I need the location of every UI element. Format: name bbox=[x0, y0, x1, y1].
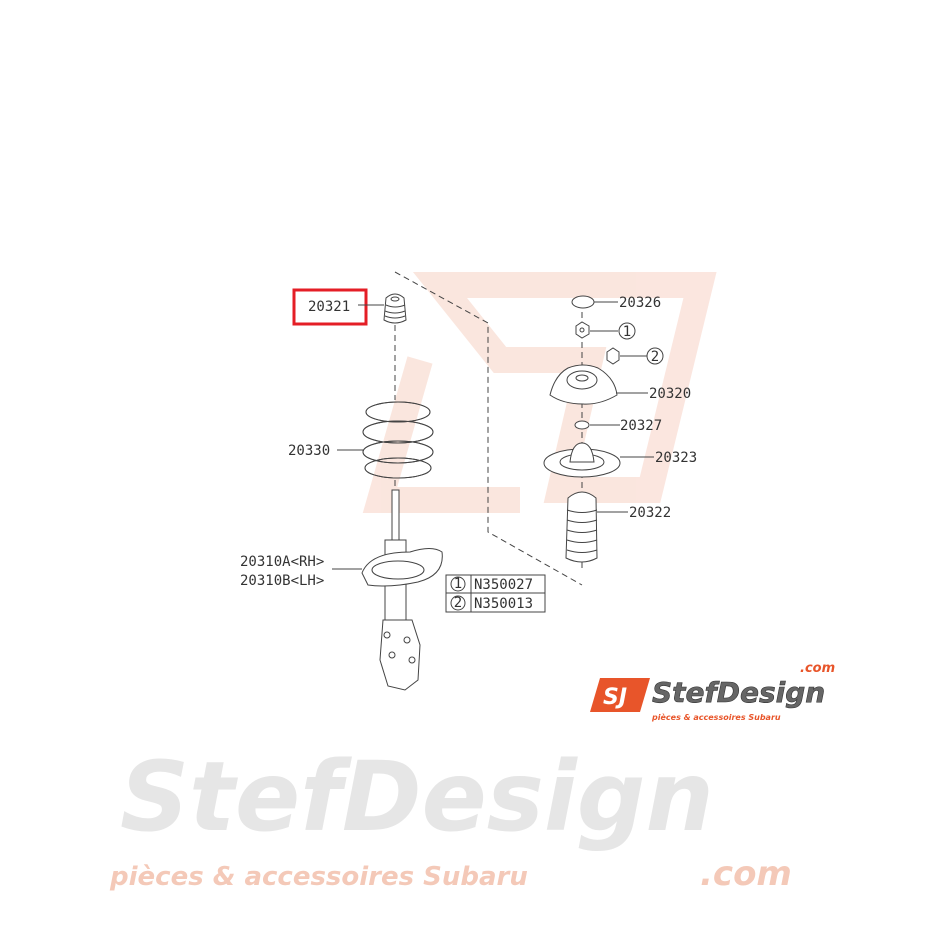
ref2-circle bbox=[646, 347, 664, 365]
label-20310a[interactable]: 20310A<RH> bbox=[240, 554, 324, 570]
logo-sj-mark: SJ bbox=[603, 685, 627, 710]
label-20322[interactable]: 20322 bbox=[629, 505, 671, 521]
assembly-outline bbox=[394, 271, 583, 586]
logo-domain: .com bbox=[800, 661, 835, 676]
label-20320[interactable]: 20320 bbox=[649, 386, 691, 402]
watermark-logo-shape bbox=[412, 272, 717, 503]
watermark-logo-shape-2 bbox=[362, 356, 520, 513]
label-20327[interactable]: 20327 bbox=[620, 418, 662, 434]
logo-sj-badge bbox=[590, 678, 650, 712]
label-ref1[interactable]: 1 bbox=[623, 324, 631, 340]
label-20330[interactable]: 20330 bbox=[288, 443, 330, 459]
strut-20310[interactable] bbox=[361, 489, 443, 691]
logo-tagline: pièces & accessoires Subaru bbox=[651, 712, 781, 722]
ref1-circle bbox=[618, 322, 636, 340]
nut-1[interactable] bbox=[575, 321, 590, 339]
spring-seat-20323[interactable] bbox=[543, 442, 621, 478]
label-ref2[interactable]: 2 bbox=[651, 349, 659, 365]
label-20323[interactable]: 20323 bbox=[655, 450, 697, 466]
watermark-tagline: pièces & accessoires Subaru bbox=[109, 862, 528, 892]
strut-mount-20320[interactable] bbox=[549, 364, 618, 405]
cap-20326[interactable] bbox=[571, 295, 595, 309]
table-ref: 1 bbox=[454, 576, 462, 592]
dust-boot-20322[interactable] bbox=[565, 491, 598, 563]
table-part-number[interactable]: N350027 bbox=[474, 577, 533, 593]
table-ref: 2 bbox=[454, 595, 462, 611]
watermark-brand: StefDesign bbox=[120, 741, 714, 853]
washer-20327[interactable] bbox=[574, 420, 590, 430]
label-20321[interactable]: 20321 bbox=[308, 299, 350, 315]
table-row: 1 N350027 bbox=[450, 576, 533, 593]
label-20326[interactable]: 20326 bbox=[619, 295, 661, 311]
logo-brand: StefDesign bbox=[652, 676, 825, 709]
watermark bbox=[362, 272, 717, 513]
watermark-domain: .com bbox=[700, 854, 792, 894]
coil-spring-20330[interactable] bbox=[362, 401, 434, 479]
hardware-legend-table: 1 N350027 2 N350013 bbox=[445, 574, 546, 613]
table-row: 2 N350013 bbox=[450, 595, 533, 612]
bump-stop-20321[interactable] bbox=[383, 293, 407, 324]
highlight-box bbox=[292, 288, 368, 326]
stefdesign-logo: SJ StefDesign .com pièces & accessoires … bbox=[590, 661, 835, 722]
table-part-number[interactable]: N350013 bbox=[474, 596, 533, 612]
nut-2[interactable] bbox=[606, 347, 620, 365]
label-20310b[interactable]: 20310B<LH> bbox=[240, 573, 324, 589]
